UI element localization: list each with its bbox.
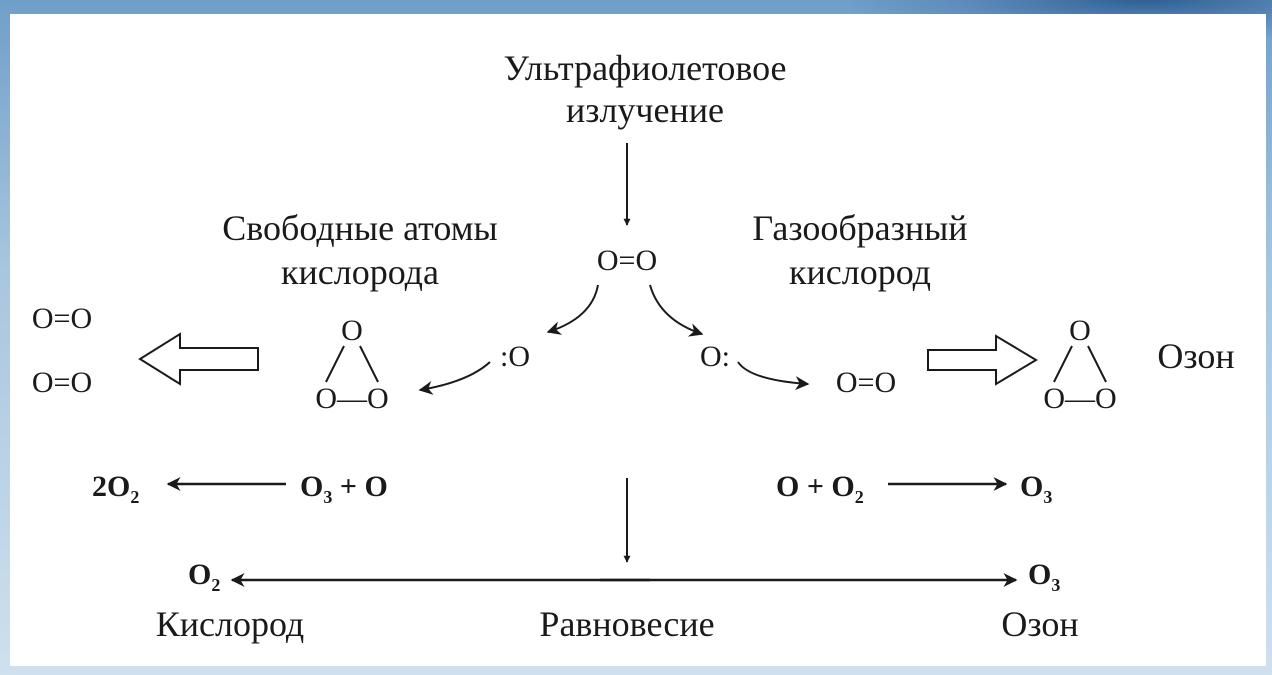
split-arrow-right <box>649 284 704 337</box>
free-atoms-label-line1: Свободные атомы <box>222 208 497 248</box>
ozone-label-right: Озон <box>1157 336 1234 376</box>
equation-right-reactants: O + O2 <box>776 470 864 507</box>
ozone-left-top-atom: O <box>341 314 363 347</box>
ozone-structure-left: O O—O <box>315 314 388 415</box>
equation-left-product: 2O2 <box>92 470 139 507</box>
ozone-right-bottom-atoms: O—O <box>1043 382 1116 415</box>
equation-right-product: O3 <box>1020 470 1052 507</box>
split-arrow-left <box>546 284 599 335</box>
o2-molecule-left-bottom: O=O <box>32 366 92 399</box>
bottom-o3-formula: O3 <box>1028 558 1060 595</box>
ozone-structure-right: O O—O <box>1043 314 1116 415</box>
bottom-o2-formula: O2 <box>188 558 220 595</box>
hollow-arrow-left <box>138 332 259 386</box>
free-atoms-label-line2: кислорода <box>281 252 439 292</box>
ozone-left-bottom-atoms: O—O <box>315 382 388 415</box>
o2-molecule-center: O=O <box>597 244 657 277</box>
bottom-ozone-label: Озон <box>1001 604 1078 644</box>
gas-oxygen-label-line1: Газообразный <box>752 208 967 248</box>
bottom-oxygen-label: Кислород <box>156 604 305 644</box>
uv-radiation-label-line1: Ультрафиолетовое <box>503 48 786 88</box>
uv-radiation-label-line2: излучение <box>566 90 724 130</box>
o2-molecule-left-top: O=O <box>32 302 92 335</box>
radical-to-o2-arrow <box>737 361 810 391</box>
oxygen-radical-left: :O <box>500 340 530 373</box>
equation-left-reactants: O3 + O <box>300 470 388 507</box>
bottom-equilibrium-label: Равновесие <box>539 604 714 644</box>
radical-to-ozone-arrow <box>418 361 491 395</box>
hollow-arrow-right <box>927 334 1038 386</box>
slide-panel <box>10 14 1266 666</box>
gas-oxygen-label-line2: кислород <box>789 252 931 292</box>
oxygen-radical-right: O: <box>700 340 730 373</box>
ozone-right-top-atom: O <box>1069 314 1091 347</box>
o2-molecule-right: O=O <box>836 366 896 399</box>
